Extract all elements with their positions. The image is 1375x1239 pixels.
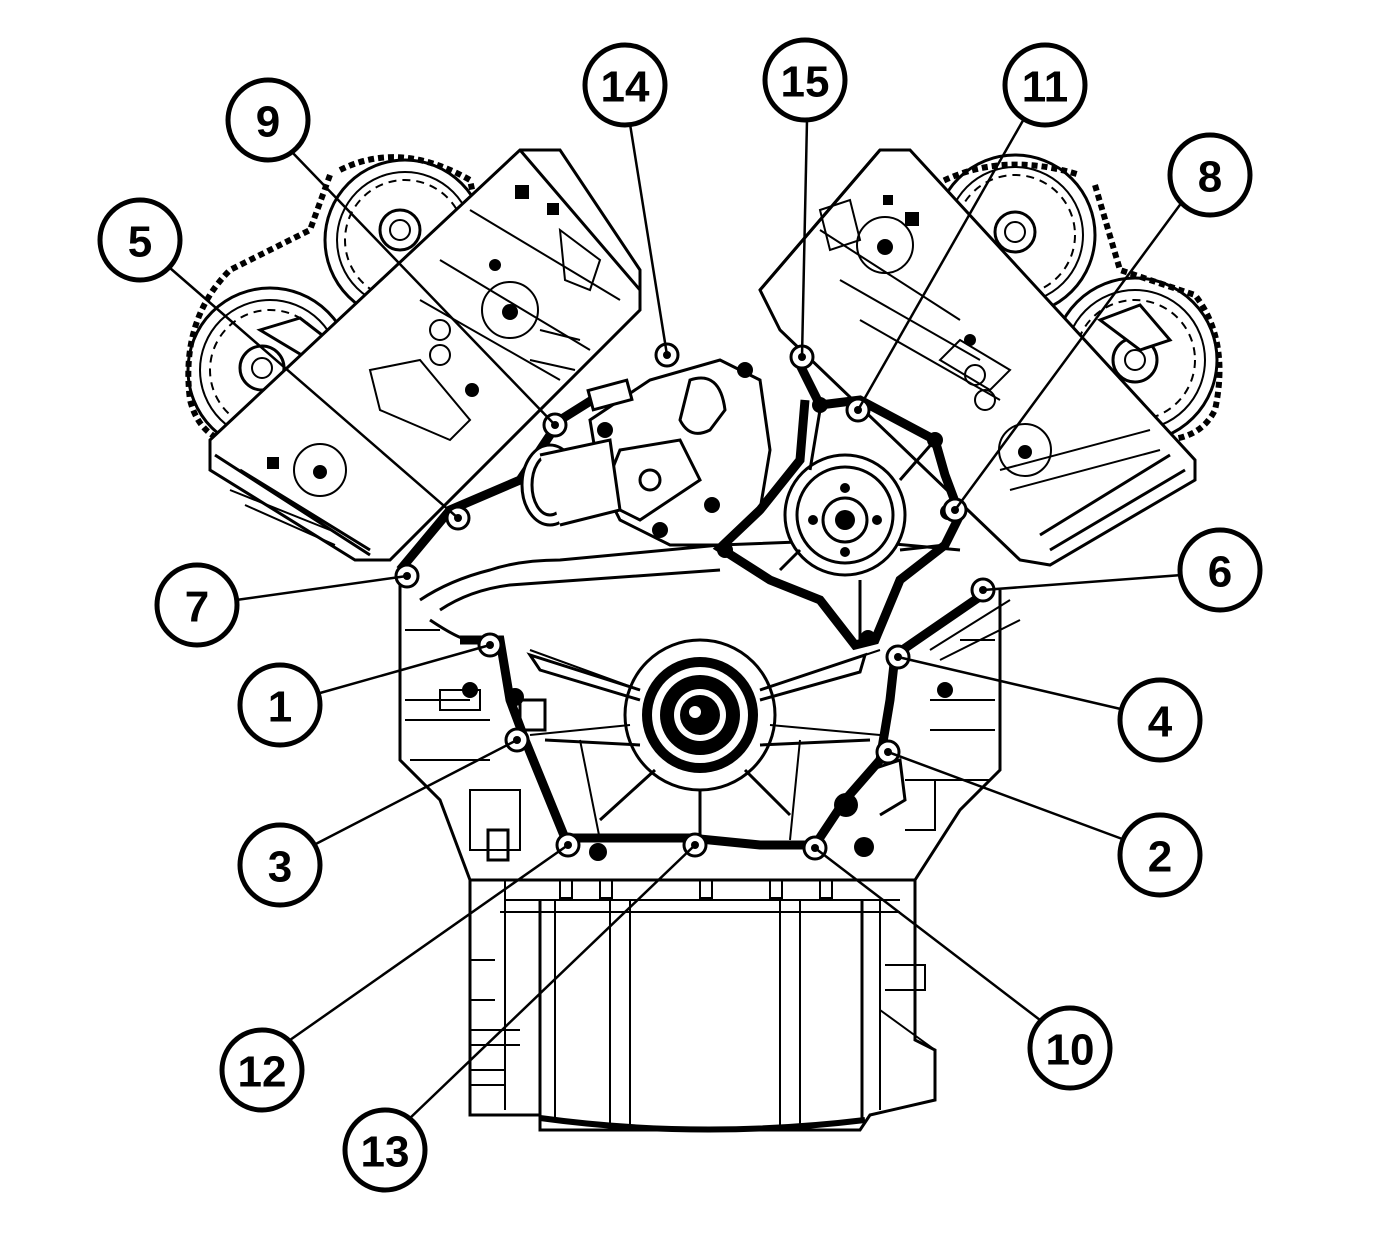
leader-5 — [169, 267, 459, 519]
leader-14 — [628, 123, 669, 356]
callout-15-label: 15 — [781, 58, 830, 107]
front-cover — [396, 391, 993, 861]
leader-lines — [169, 116, 1187, 1121]
callout-6: 6 — [1177, 527, 1263, 613]
callout-9: 9 — [225, 77, 311, 163]
callout-12: 12 — [219, 1027, 305, 1113]
callout-2-label: 2 — [1148, 833, 1172, 882]
callout-11-label: 11 — [1022, 63, 1069, 112]
leader-7 — [235, 574, 408, 602]
callout-11: 11 — [1002, 42, 1088, 128]
callout-15: 15 — [762, 37, 848, 123]
callout-14-label: 14 — [601, 63, 650, 112]
callout-4-label: 4 — [1148, 698, 1173, 747]
leader-15 — [800, 119, 809, 358]
leader-10 — [814, 847, 1041, 1021]
callout-1-label: 1 — [268, 683, 292, 732]
callouts: 1 2 3 4 5 6 7 8 9 10 11 12 13 14 15 — [97, 37, 1263, 1193]
callout-9-label: 9 — [256, 98, 280, 147]
leader-13 — [407, 844, 696, 1121]
oil-pan — [468, 878, 937, 1133]
callout-6-label: 6 — [1208, 548, 1232, 597]
callout-10-label: 10 — [1046, 1026, 1095, 1075]
callout-1: 1 — [237, 662, 323, 748]
callout-2: 2 — [1117, 812, 1203, 898]
leader-2 — [887, 750, 1126, 842]
leader-6 — [982, 573, 1183, 592]
callout-8-label: 8 — [1198, 153, 1222, 202]
callout-3-label: 3 — [268, 843, 292, 892]
leader-1 — [319, 643, 491, 695]
callout-14: 14 — [582, 42, 668, 128]
callout-7-label: 7 — [185, 583, 209, 632]
leader-12 — [289, 843, 569, 1042]
callout-5: 5 — [97, 197, 183, 283]
callout-7: 7 — [154, 562, 240, 648]
leader-3 — [307, 738, 518, 850]
water-pump — [712, 352, 965, 651]
callout-4: 4 — [1117, 677, 1203, 763]
leader-4 — [897, 655, 1126, 712]
callout-13-label: 13 — [361, 1128, 410, 1177]
callout-5-label: 5 — [128, 218, 152, 267]
leader-9 — [289, 149, 556, 426]
callout-12-label: 12 — [238, 1048, 287, 1097]
crankshaft-hub — [526, 638, 871, 840]
leader-11 — [856, 116, 1027, 411]
left-cylinder-head — [208, 148, 642, 562]
callout-3: 3 — [237, 822, 323, 908]
callout-8: 8 — [1167, 132, 1253, 218]
callout-10: 10 — [1027, 1005, 1113, 1091]
leader-8 — [953, 197, 1187, 511]
callout-13: 13 — [342, 1107, 428, 1193]
